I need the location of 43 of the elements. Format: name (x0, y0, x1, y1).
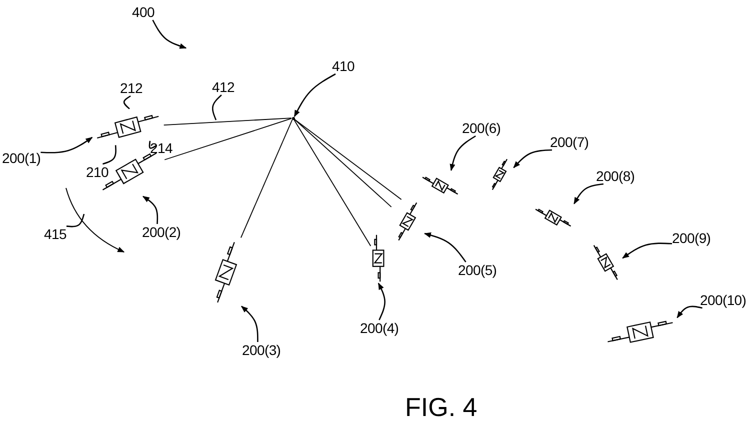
leader-arrow (152, 20, 187, 49)
reference-numeral: 200(9) (672, 230, 711, 246)
leader-arrow (241, 306, 258, 342)
reference-numeral: 200(8) (596, 168, 635, 184)
connection-line (294, 118, 392, 208)
connection-line (164, 118, 292, 160)
leader-arrow (142, 196, 158, 224)
leader-line (102, 145, 116, 165)
connection-line (294, 118, 402, 200)
leader-arrow (450, 135, 476, 171)
reference-numeral: 412 (212, 79, 234, 95)
leader-arrow (676, 306, 702, 318)
leader-line (212, 94, 222, 120)
figure-label: FIG. 4 (405, 392, 478, 421)
reference-numeral: 200(7) (550, 134, 589, 150)
connection-line (293, 119, 372, 246)
reference-numeral: 415 (44, 226, 66, 242)
leader-arrow (294, 73, 336, 118)
leader-line (123, 95, 131, 110)
reference-numeral: 410 (332, 58, 354, 74)
leader-line (66, 214, 85, 228)
reference-numeral: 210 (86, 164, 108, 180)
reference-numeral: 200(5) (458, 262, 497, 278)
component-drawing (370, 232, 386, 284)
reference-numeral: 200(6) (462, 120, 501, 136)
reference-numeral: 200(4) (360, 320, 399, 336)
reference-numeral: 400 (132, 4, 154, 20)
leader-arrow (424, 232, 466, 262)
reference-numeral: 200(2) (142, 224, 181, 240)
reference-numeral: 200(3) (242, 342, 281, 358)
leader-arrow (40, 136, 93, 154)
reference-numeral: 212 (120, 80, 142, 96)
leader-arrow (574, 183, 604, 204)
leader-arrow (378, 282, 386, 320)
leader-arrow (513, 149, 552, 168)
leader-line (148, 140, 158, 149)
reference-numeral: 200(1) (2, 150, 41, 166)
connection-line (240, 119, 293, 238)
reference-numeral: 214 (150, 140, 172, 156)
reference-numeral: 200(10) (700, 292, 746, 308)
hub-point (292, 116, 294, 120)
leader-arrow (622, 242, 672, 259)
connection-line (163, 118, 292, 126)
